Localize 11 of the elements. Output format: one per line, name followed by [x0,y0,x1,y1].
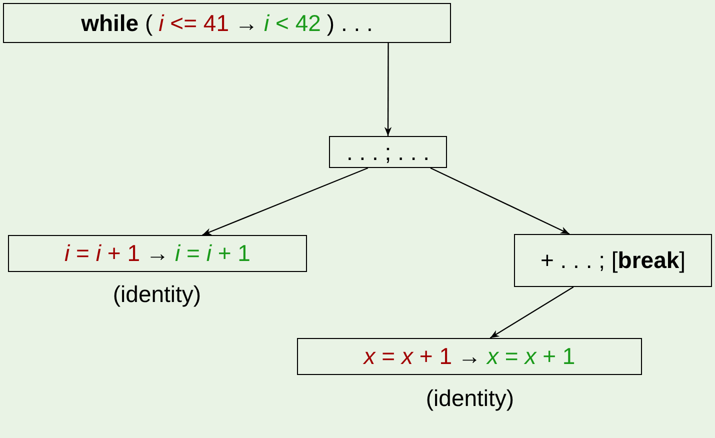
arrow [202,167,368,236]
statement-box: . . . ; . . . [329,136,447,168]
rewrite-box: x = x + 1 → x = x + 1 [297,338,642,375]
rewrite-box: i = i + 1 → i = i + 1 [8,235,307,272]
node-caption: (identity) [426,385,514,412]
arrow [430,167,570,235]
arrow [384,43,392,136]
loop-statement-box: while ( i <= 41 → i < 42 ) . . . [3,3,451,43]
arrow [490,286,574,339]
node-caption: (identity) [112,281,202,308]
statement-box: + . . . ; [break] [514,234,712,287]
